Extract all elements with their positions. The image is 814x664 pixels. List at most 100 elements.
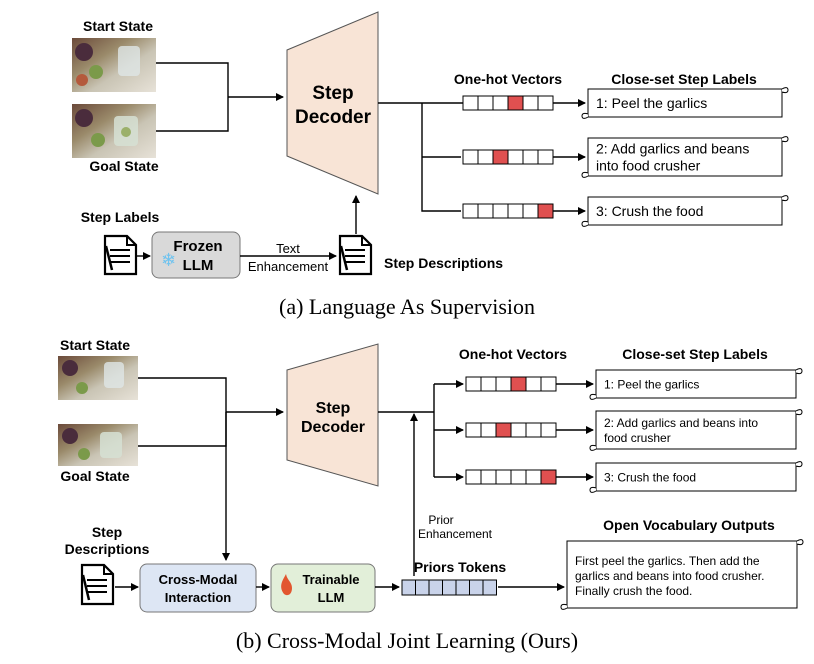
trainable-llm-box (270, 563, 376, 613)
onehot-cell (465, 469, 482, 485)
closeset-labels-a: 1: Peel the garlics 2: Add garlics and be… (581, 87, 789, 227)
onehot-cell (525, 469, 542, 485)
prior-token (455, 579, 470, 596)
onehot-cell (480, 469, 497, 485)
goal-state-image (72, 104, 156, 158)
caption-b: (b) Cross-Modal Joint Learning (Ours) (236, 628, 578, 653)
caption-a: (a) Language As Supervision (279, 294, 535, 319)
onehot-cell (462, 149, 479, 165)
onehot-cell (465, 376, 482, 392)
step-labels-title: Step Labels (81, 209, 160, 225)
open-vocab-title: Open Vocabulary Outputs (603, 517, 775, 533)
step-desc-line2: Descriptions (65, 541, 150, 557)
snowflake-icon: ❄ (161, 250, 176, 271)
priors-tokens-label: Priors Tokens (414, 559, 507, 575)
start-state-image (72, 38, 156, 92)
step-label-text: food crusher (604, 431, 671, 445)
prior-enh-line1: Prior (428, 513, 453, 527)
crossmodal-line2: Interaction (165, 590, 232, 605)
onehot-active-cell (507, 95, 524, 111)
onehot-cell (477, 95, 494, 111)
step-label-text: 3: Crush the food (604, 470, 696, 484)
step-label-scroll: 3: Crush the food (589, 461, 803, 493)
state-merge-line (156, 62, 229, 132)
step-decoder-b (286, 343, 379, 487)
closeset-title-a: Close-set Step Labels (611, 71, 757, 87)
decoder-a-line2: Decoder (295, 107, 372, 128)
step-label-scroll: 3: Crush the food (581, 195, 789, 227)
onehot-cell (522, 149, 539, 165)
priors-tokens (401, 579, 497, 596)
onehot-vectors-b (465, 376, 594, 485)
frozen-llm-box (151, 231, 241, 279)
onehot-active-cell (495, 422, 512, 438)
document-icon (103, 234, 138, 276)
open-vocab-line1: First peel the garlics. Then add the (575, 554, 760, 568)
flame-icon (281, 574, 292, 596)
start-state-label: Start State (83, 18, 153, 34)
open-vocab-scroll (560, 539, 804, 610)
prior-token (442, 579, 457, 596)
start-state-label-b: Start State (60, 337, 130, 353)
onehot-cell (510, 469, 527, 485)
onehot-cell (480, 376, 497, 392)
onehot-title-b: One-hot Vectors (459, 346, 567, 362)
prior-token (401, 579, 416, 596)
decoder-b-line1: Step (316, 400, 351, 417)
goal-state-image-b (58, 424, 138, 466)
onehot-active-cell (540, 469, 557, 485)
onehot-cell (537, 149, 554, 165)
onehot-cell (540, 376, 557, 392)
onehot-vectors-a (462, 95, 586, 219)
step-label-text: into food crusher (596, 158, 701, 174)
trainable-line2: LLM (318, 590, 345, 605)
onehot-active-cell (510, 376, 527, 392)
decoder-a-branch (421, 103, 461, 212)
text-enh-line2: Enhancement (248, 259, 329, 274)
document-icon (338, 234, 373, 276)
step-label-scroll: 1: Peel the garlics (581, 87, 789, 119)
panel-b: Start State Goal State Step Decoder One-… (58, 337, 804, 653)
prior-token (482, 579, 497, 596)
trainable-line1: Trainable (302, 572, 359, 587)
panel-a: Start State Goal State Step Decoder One-… (72, 11, 789, 319)
decoder-a-line1: Step (312, 83, 353, 104)
onehot-cell (495, 469, 512, 485)
frozen-llm-line1: Frozen (173, 238, 222, 255)
cross-modal-interaction-box (139, 563, 257, 613)
onehot-cell (510, 422, 527, 438)
closeset-labels-b: 1: Peel the garlics 2: Add garlics and be… (589, 368, 803, 493)
onehot-cell (507, 203, 524, 219)
onehot-cell (537, 95, 554, 111)
step-descriptions-label: Step Descriptions (384, 255, 503, 271)
step-decoder-a (286, 11, 379, 195)
open-vocab-line3: Finally crush the food. (575, 584, 692, 598)
onehot-cell (462, 203, 479, 219)
onehot-cell (492, 203, 509, 219)
onehot-cell (522, 95, 539, 111)
closeset-title-b: Close-set Step Labels (622, 346, 768, 362)
frozen-llm-line2: LLM (183, 257, 214, 274)
onehot-cell (507, 149, 524, 165)
onehot-cell (522, 203, 539, 219)
text-enh-line1: Text (276, 241, 300, 256)
onehot-cell (495, 376, 512, 392)
onehot-cell (540, 422, 557, 438)
onehot-title-a: One-hot Vectors (454, 71, 562, 87)
goal-state-label: Goal State (89, 158, 158, 174)
onehot-cell (477, 203, 494, 219)
start-state-image-b (58, 356, 138, 400)
onehot-cell (465, 422, 482, 438)
onehot-cell (480, 422, 497, 438)
open-vocab-line2: garlics and beans into food crusher. (575, 569, 764, 583)
step-label-text: 2: Add garlics and beans (596, 141, 749, 157)
step-label-text: 1: Peel the garlics (596, 95, 707, 111)
prior-token (428, 579, 443, 596)
step-label-scroll: 1: Peel the garlics (589, 368, 803, 400)
decoder-b-line2: Decoder (301, 419, 365, 436)
prior-token (469, 579, 484, 596)
onehot-cell (525, 422, 542, 438)
